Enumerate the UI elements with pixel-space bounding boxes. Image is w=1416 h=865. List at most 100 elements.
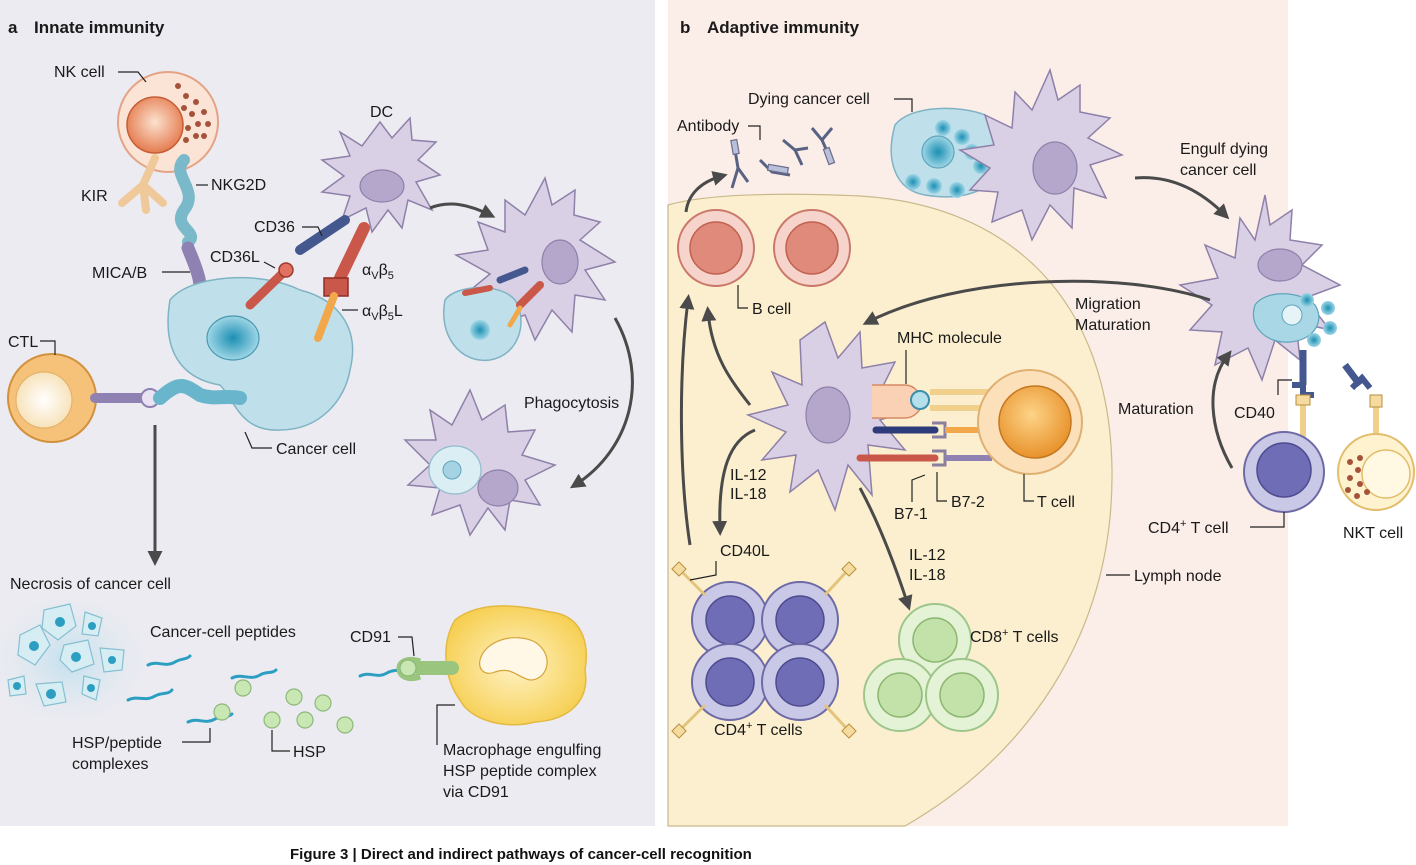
lead-t-cell: [1023, 474, 1034, 502]
label-cd40: CD40: [1234, 405, 1275, 422]
cd8-t-cell-cluster: [863, 603, 999, 732]
engulfed-nucleus: [470, 320, 490, 340]
label-cd4-t-cells: CD4+ T cells: [714, 720, 803, 739]
label-engulf-2: cancer cell: [1180, 162, 1256, 179]
cd4-t-cell-cluster: [671, 561, 857, 739]
label-lymph-node: Lymph node: [1134, 568, 1222, 585]
engulfed-receptor-3: [516, 281, 544, 309]
lead-cd36l: [263, 261, 276, 269]
label-engulf-1: Engulf dying: [1180, 141, 1268, 158]
label-il12-a: IL-12: [730, 467, 767, 484]
label-maturation-1: Maturation: [1075, 317, 1151, 334]
engulfed-receptor-4: [507, 305, 523, 328]
label-mhc-molecule: MHC molecule: [897, 330, 1002, 347]
lead-b-cell: [737, 285, 748, 309]
lead-ctl: [40, 340, 56, 355]
label-ctl: CTL: [8, 334, 38, 351]
kir-receptor: [118, 154, 167, 214]
nkg2d-receptor: [174, 154, 197, 248]
macrophage-nucleus: [479, 637, 548, 681]
dc-mature-phagosome-core: [1281, 304, 1303, 326]
panel-a-letter: a: [8, 18, 18, 37]
label-avb5: αVβ5: [362, 262, 394, 282]
cd40-receptor-2-head: [1349, 373, 1373, 391]
label-cd40l: CD40L: [720, 543, 770, 560]
label-macrophage-2: HSP peptide complex: [443, 763, 597, 780]
nk-cell: [117, 71, 219, 173]
arrow-migration-maturation: [862, 279, 1211, 325]
lead-b7-1: [911, 474, 926, 502]
label-il18-b: IL-18: [909, 567, 946, 584]
dc-lower-nucleus: [477, 469, 519, 507]
panel-b-letter: b: [680, 18, 690, 37]
figure-caption: Figure 3 | Direct and indirect pathways …: [290, 846, 752, 863]
label-necrosis: Necrosis of cancer cell: [10, 576, 171, 593]
lead-b7-2: [936, 472, 947, 502]
lead-hsp-peptide: [182, 728, 211, 743]
label-cd8-t-cells: CD8+ T cells: [970, 627, 1059, 646]
panel-b-title: Adaptive immunity: [707, 18, 860, 37]
label-mica-b: MICA/B: [92, 265, 147, 282]
lead-cancer-cell: [244, 431, 272, 449]
lead-dying-cancer-cell: [894, 98, 913, 112]
label-hsp-peptide-1: HSP/peptide: [72, 735, 162, 752]
arrow-dc-to-cd4: [712, 428, 756, 536]
arrow-dc-to-dc: [429, 202, 496, 218]
engulfed-receptor-2: [496, 266, 529, 284]
ctl-mhc: [153, 379, 247, 405]
lead-cd40l: [689, 561, 717, 581]
dc-middle: [453, 175, 617, 342]
label-maturation-2: Maturation: [1118, 401, 1194, 418]
cd4-t-cell-right: [1243, 394, 1325, 513]
panel-a-title: Innate immunity: [34, 18, 165, 37]
mhc-peptide: [910, 390, 930, 410]
label-b7-1: B7-1: [894, 506, 928, 523]
cd36-receptor: [295, 215, 350, 255]
antibodies: [730, 127, 836, 189]
label-b-cell: B cell: [752, 301, 791, 318]
arrow-cd4-to-b-cell: [679, 294, 695, 546]
cd36l-ligand: [245, 265, 291, 310]
lead-macrophage: [436, 704, 455, 745]
dc-mature: [1177, 194, 1342, 383]
label-cancer-cell: Cancer cell: [276, 441, 356, 458]
arrow-b-cell-to-antibody: [684, 171, 728, 213]
arrow-maturation: [1211, 350, 1234, 469]
label-nk-cell: NK cell: [54, 64, 105, 81]
label-cd91: CD91: [350, 629, 391, 646]
arrow-dc-to-cd8: [858, 487, 913, 611]
label-cd36: CD36: [254, 219, 295, 236]
label-cancer-cell-peptides: Cancer-cell peptides: [150, 624, 296, 641]
lead-cd91: [398, 636, 415, 657]
nkt-cell: [1337, 394, 1415, 511]
lead-cd4-t-cell: [1250, 512, 1285, 528]
right-margin: [1288, 0, 1416, 826]
label-migration: Migration: [1075, 296, 1141, 313]
label-il12-b: IL-12: [909, 547, 946, 564]
label-il18-a: IL-18: [730, 486, 767, 503]
label-hsp: HSP: [293, 744, 326, 761]
dc-mature-nucleus: [1257, 248, 1303, 282]
dc-middle-nucleus: [541, 239, 579, 285]
necrotic-nuclei: [13, 617, 116, 699]
label-cd4-t-cell: CD4+ T cell: [1148, 518, 1229, 537]
label-phagocytosis: Phagocytosis: [524, 395, 619, 412]
label-kir: KIR: [81, 188, 108, 205]
arrow-engulf: [1134, 176, 1230, 220]
label-nkt-cell: NKT cell: [1343, 525, 1403, 542]
cd36l-head: [278, 262, 294, 278]
arrow-phagocytosis: [569, 317, 634, 489]
label-cd36l: CD36L: [210, 249, 260, 266]
label-macrophage-1: Macrophage engulfing: [443, 742, 601, 759]
lead-cd36: [302, 226, 323, 237]
dc-upper-nucleus: [359, 169, 405, 203]
label-hsp-peptide-2: complexes: [72, 756, 148, 773]
label-avb5l: αVβ5L: [362, 303, 403, 323]
dc-central-nucleus: [805, 386, 851, 444]
arrow-dc-to-b-cell: [701, 306, 752, 406]
dc-lower-vesicle-core: [442, 460, 462, 480]
b-cell-2: [773, 209, 851, 287]
lead-antibody: [748, 125, 761, 140]
cancer-cell-nucleus: [206, 315, 260, 361]
